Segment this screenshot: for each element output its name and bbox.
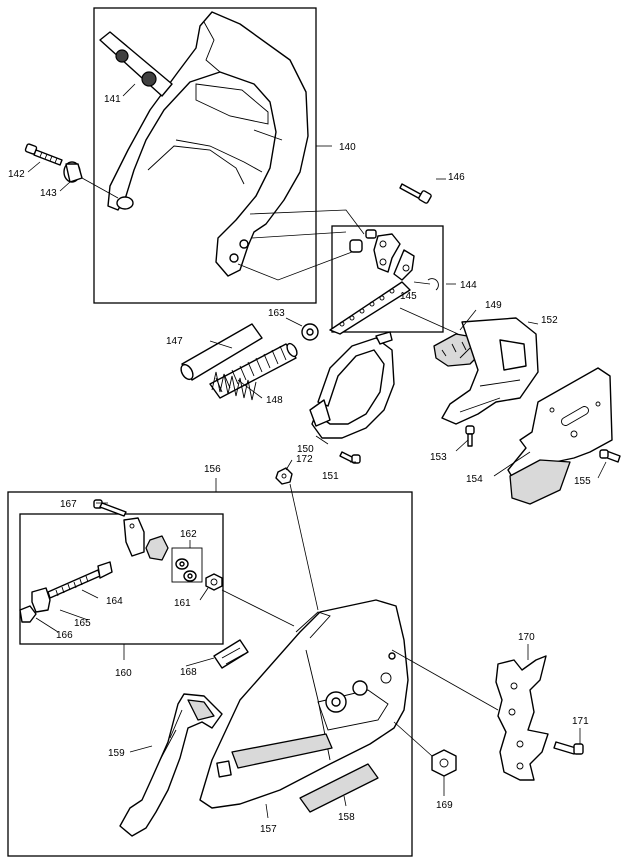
tensioner-bracket-part[interactable] bbox=[123, 517, 169, 561]
washer-set-box bbox=[171, 547, 203, 583]
plate-part[interactable] bbox=[213, 639, 249, 669]
sticker-part[interactable] bbox=[99, 31, 173, 97]
bushing-part[interactable] bbox=[63, 161, 83, 183]
screw-part[interactable] bbox=[399, 183, 432, 204]
brake-band-part[interactable] bbox=[309, 331, 395, 439]
washer-part[interactable] bbox=[301, 323, 319, 341]
pin-part[interactable] bbox=[19, 605, 37, 623]
side-cover-part[interactable] bbox=[199, 599, 409, 809]
brake-lever-part[interactable] bbox=[329, 229, 415, 335]
callout-152: 152 bbox=[541, 315, 558, 326]
callout-150: 150 bbox=[297, 444, 314, 455]
callout-166: 166 bbox=[56, 630, 73, 641]
hand-guard-group-box bbox=[93, 7, 317, 304]
chain-catcher-cover-part[interactable] bbox=[441, 317, 539, 425]
screw-part[interactable] bbox=[339, 451, 361, 464]
callout-144: 144 bbox=[460, 280, 477, 291]
bar-guide-part[interactable] bbox=[119, 693, 223, 837]
callout-146: 146 bbox=[448, 172, 465, 183]
callout-151: 151 bbox=[322, 471, 339, 482]
callout-156: 156 bbox=[204, 464, 221, 475]
adjusting-screw-part[interactable] bbox=[47, 561, 113, 599]
callout-158: 158 bbox=[338, 812, 355, 823]
guide-plate-part[interactable] bbox=[507, 367, 613, 505]
callout-161: 161 bbox=[174, 598, 191, 609]
callout-145: 145 bbox=[400, 291, 417, 302]
callout-160: 160 bbox=[115, 668, 132, 679]
callout-159: 159 bbox=[108, 748, 125, 759]
callout-147: 147 bbox=[166, 336, 183, 347]
screw-part[interactable] bbox=[553, 741, 584, 755]
callout-155: 155 bbox=[574, 476, 591, 487]
callout-169: 169 bbox=[436, 800, 453, 811]
nut-part[interactable] bbox=[205, 573, 223, 591]
callout-141: 141 bbox=[104, 94, 121, 105]
callout-154: 154 bbox=[466, 474, 483, 485]
nut-part[interactable] bbox=[275, 467, 293, 485]
callout-labels: 140 141 142 143 144 145 146 147 148 149 … bbox=[8, 94, 591, 835]
screw-part[interactable] bbox=[93, 499, 127, 517]
spring-part[interactable] bbox=[209, 342, 299, 401]
callout-143: 143 bbox=[40, 188, 57, 199]
callout-162: 162 bbox=[180, 529, 197, 540]
callout-164: 164 bbox=[106, 596, 123, 607]
callout-167: 167 bbox=[60, 499, 77, 510]
callout-171: 171 bbox=[572, 716, 589, 727]
side-cover-group-box bbox=[7, 491, 413, 857]
spring-guide-part[interactable] bbox=[179, 323, 263, 381]
callout-149: 149 bbox=[485, 300, 502, 311]
screw-part[interactable] bbox=[599, 449, 621, 463]
callout-142: 142 bbox=[8, 169, 25, 180]
washer-set-part[interactable] bbox=[175, 558, 197, 582]
tensioner-nut-part[interactable] bbox=[31, 587, 51, 613]
callout-148: 148 bbox=[266, 395, 283, 406]
hand-guard-part[interactable] bbox=[107, 11, 309, 277]
screw-part[interactable] bbox=[24, 143, 63, 166]
callout-140: 140 bbox=[339, 142, 356, 153]
callout-165: 165 bbox=[74, 618, 91, 629]
callout-170: 170 bbox=[518, 632, 535, 643]
callout-157: 157 bbox=[260, 824, 277, 835]
callout-163: 163 bbox=[268, 308, 285, 319]
callout-168: 168 bbox=[180, 667, 197, 678]
label-part[interactable] bbox=[299, 763, 379, 813]
callout-153: 153 bbox=[430, 452, 447, 463]
clip-part[interactable] bbox=[427, 278, 439, 291]
chain-catcher-part[interactable] bbox=[495, 655, 549, 781]
nut-part[interactable] bbox=[431, 749, 457, 777]
leader-lines bbox=[27, 83, 607, 819]
callout-172: 172 bbox=[296, 454, 313, 465]
screw-part[interactable] bbox=[465, 425, 475, 447]
